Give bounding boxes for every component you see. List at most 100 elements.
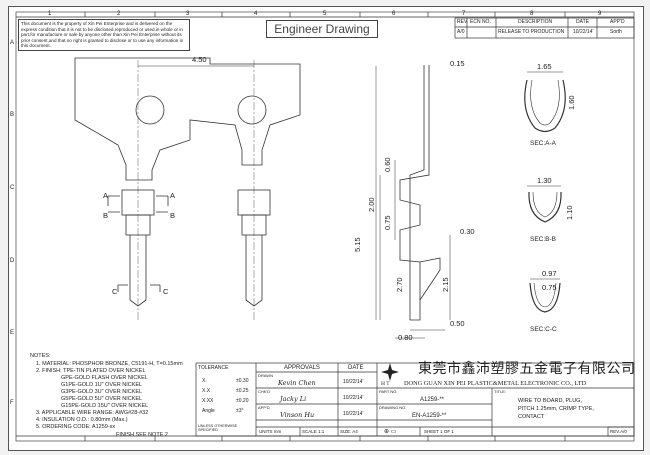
notes-heading: NOTES: — [30, 353, 51, 359]
section-marker-c-right: C — [163, 287, 169, 296]
title-label: TITLE: — [494, 389, 507, 394]
part-no: A1259-** — [420, 397, 445, 403]
section-views — [524, 71, 566, 313]
dim-5-15: 5.15 — [353, 237, 362, 252]
section-marker-a-left: A — [103, 191, 109, 200]
zone-col-6: 6 — [392, 11, 396, 17]
note-line: G1PE-GOLD 1U" OVER NICKEL — [61, 382, 143, 388]
note-line: 1. MATERIAL: PHOSPHOR BRONZE, C5191-H, T… — [36, 361, 183, 367]
zone-col-4: 4 — [254, 11, 258, 17]
zone-row-e: E — [10, 330, 15, 336]
front-view — [74, 57, 301, 320]
rev-row-rev: A/0 — [457, 29, 465, 35]
note-line: G15PE-GOLD 15U" OVER NICKEL — [61, 403, 149, 409]
size: SIZE: A4 — [340, 429, 358, 434]
section-c-label: SEC:C-C — [530, 326, 557, 333]
inner-frame — [15, 11, 635, 442]
confidentiality-notice: This document is the property of Xin Pei… — [18, 19, 190, 51]
note-line: 2. FINISH: TPE-TIN PLATED OVER NICKEL — [36, 368, 146, 374]
dim-sec-a-height: 1.60 — [567, 95, 576, 110]
dim-thickness: 0.15 — [450, 59, 465, 68]
zone-row-f: F — [10, 400, 14, 406]
dim-0-60: 0.60 — [383, 157, 392, 172]
section-a-label: SEC:A-A — [530, 140, 557, 147]
title-line-1: WIRE TO BOARD, PLUG, — [518, 398, 582, 404]
approvals-heading: APPROVALS — [284, 365, 320, 371]
dim-sec-c-width: 0.97 — [542, 269, 557, 278]
rev-row-appd: Sorth — [610, 29, 622, 35]
drawn-by-signature: Kevin Chen — [278, 379, 316, 387]
revision: REV.A/0 — [610, 429, 627, 434]
title-block-lines — [195, 362, 635, 437]
tolerance-value: ±0.30 — [236, 378, 249, 384]
note-line: G5PE-GOLD 5U" OVER NICKEL — [61, 396, 143, 402]
rev-row-description: RELEASE TO PRODUCTION — [498, 29, 565, 35]
dim-sec-a-width: 1.65 — [537, 62, 552, 71]
tolerance-label: X. — [202, 378, 207, 384]
zone-col-7: 7 — [462, 11, 466, 17]
sheet-number: SHEET 1 OF 1 — [424, 429, 454, 434]
checked-label: CHK'D — [258, 389, 271, 394]
zone-row-c: C — [10, 185, 15, 191]
finish-callout: FINISH SEE NOTE 2 — [116, 432, 168, 438]
drawing-no: EN-A1259-** — [412, 413, 447, 419]
tolerance-label: Angle — [202, 408, 215, 414]
section-marker-b-right: B — [170, 211, 176, 220]
checked-date: 10/22/14' — [343, 395, 364, 401]
note-line: GPE-GOLD FLASH OVER NICKEL — [61, 375, 148, 381]
zone-col-8: 8 — [530, 11, 534, 17]
drawn-date: 10/22/14' — [343, 379, 364, 385]
approved-date: 10/22/14' — [343, 411, 364, 417]
tolerance-footer: UNLESS OTHERWISE SPECIFIED — [198, 424, 238, 433]
dim-sec-b-height: 1.10 — [565, 205, 574, 220]
revision-table-lines — [454, 17, 635, 39]
rev-header-rev: REV — [457, 19, 468, 25]
rev-row-date: 10/22/14' — [573, 29, 594, 35]
section-b-label: SEC:B-B — [530, 236, 557, 243]
side-view — [375, 65, 451, 339]
part-no-label: PART NO. — [379, 389, 398, 394]
zone-col-1: 1 — [48, 11, 52, 17]
rev-header-date: DATE — [576, 19, 589, 25]
approved-label: APP'D — [258, 405, 270, 410]
note-line: G3PE-GOLD 3U" OVER NICKEL — [61, 389, 143, 395]
dim-sec-c-height: 0.75 — [542, 283, 557, 292]
dim-width: 4.50 — [192, 55, 207, 64]
company-name-english: DONG GUAN XIN PEI PLASTIC&METAL ELECTRON… — [404, 380, 587, 387]
units: UNITS mm — [259, 429, 282, 434]
zone-row-b: B — [10, 112, 15, 118]
dim-0-50: 0.50 — [450, 319, 465, 328]
date-heading: DATE — [348, 365, 364, 371]
dim-sec-b-width: 1.30 — [537, 176, 552, 185]
zone-dividers — [84, 12, 566, 441]
dim-0-75: 0.75 — [383, 215, 392, 230]
checked-by-signature: Jacky Li — [280, 395, 307, 403]
zone-col-2: 2 — [117, 11, 121, 17]
drawing-no-label: DRAWING NO. — [379, 405, 407, 410]
section-marker-a-right: A — [170, 191, 176, 200]
title-line-2: PITCH 1.25mm, CRIMP TYPE, — [518, 406, 594, 412]
rev-header-appd: APP'D — [610, 19, 625, 25]
dim-2-00: 2.00 — [367, 197, 376, 212]
dim-2-70: 2.70 — [395, 277, 404, 292]
zone-row-a: A — [10, 40, 15, 46]
tolerance-value: ±0.25 — [236, 388, 249, 394]
dim-0-80: 0.80 — [398, 333, 413, 342]
zone-col-5: 5 — [323, 11, 327, 17]
tolerance-value: ±3° — [236, 408, 244, 414]
section-marker-c-left: C — [112, 287, 118, 296]
approved-by-signature: Vinson Hu — [280, 411, 315, 419]
tolerance-label: X.XX — [202, 398, 214, 404]
zone-col-9: 9 — [598, 11, 602, 17]
title-line-3: CONTACT — [518, 414, 545, 420]
company-logo-icon — [381, 363, 399, 381]
company-name-chinese: 東莞市鑫沛塑膠五金電子有限公司 — [418, 361, 636, 377]
note-line: 3. APPLICABLE WIRE RANGE: AWG#28-#32 — [36, 410, 149, 416]
logo-text: H T — [381, 381, 390, 387]
tolerance-value: ±0.20 — [236, 398, 249, 404]
dim-0-30: 0.30 — [460, 227, 475, 236]
tolerance-label: X.X — [202, 388, 211, 394]
note-line: 4. INSULATION O.D.: 0.80mm (Max.) — [36, 417, 128, 423]
scale: SCALE 1:1 — [302, 429, 325, 434]
